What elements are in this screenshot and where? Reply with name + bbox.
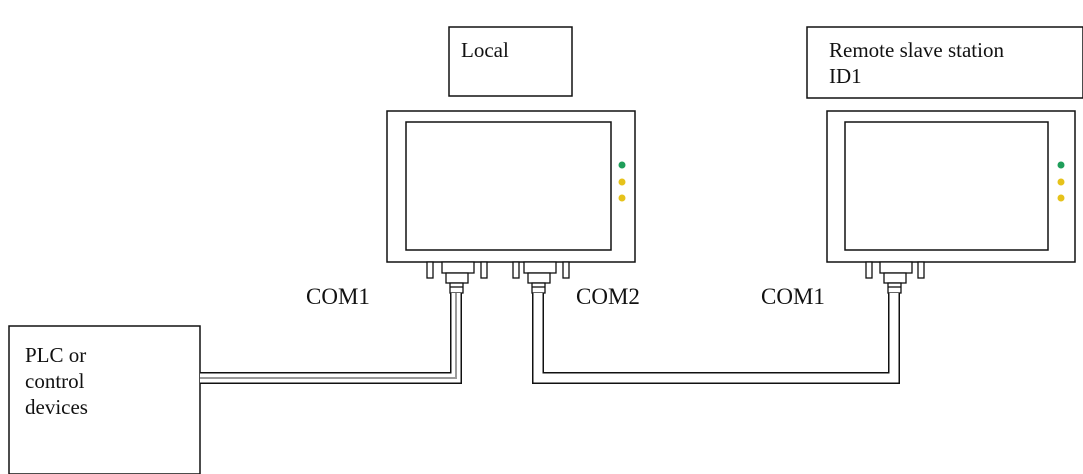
- plc-device-box: [8, 325, 201, 474]
- local-com1-label: COM1: [306, 284, 370, 309]
- local-label: Local: [461, 38, 509, 62]
- local-com2-label: COM2: [576, 284, 640, 309]
- cable-com2-to-remote-com1: [532, 293, 900, 384]
- remote-com1-connector: [865, 261, 925, 294]
- remote-label: Remote slave station ID1: [829, 37, 1004, 89]
- plc-label-line2: control: [25, 369, 85, 393]
- local-hmi-device: [386, 110, 636, 263]
- cable-plc-to-local-com1: [200, 293, 462, 384]
- plc-label-line3: devices: [25, 395, 88, 419]
- remote-hmi-device: [826, 110, 1076, 263]
- remote-led-yellow-1: [1057, 178, 1065, 186]
- remote-label-line1: Remote slave station: [829, 38, 1004, 62]
- local-led-green: [618, 161, 626, 169]
- plc-label: PLC or control devices: [25, 342, 88, 420]
- local-led-yellow-2: [618, 194, 626, 202]
- remote-led-yellow-2: [1057, 194, 1065, 202]
- local-led-yellow-1: [618, 178, 626, 186]
- remote-label-box: [806, 26, 1083, 99]
- plc-label-line1: PLC or: [25, 343, 87, 367]
- local-label-box: [448, 26, 573, 97]
- remote-label-line2: ID1: [829, 64, 862, 88]
- local-com1-connector: [426, 261, 488, 294]
- local-com2-connector: [512, 261, 570, 294]
- remote-led-green: [1057, 161, 1065, 169]
- remote-com1-label: COM1: [761, 284, 825, 309]
